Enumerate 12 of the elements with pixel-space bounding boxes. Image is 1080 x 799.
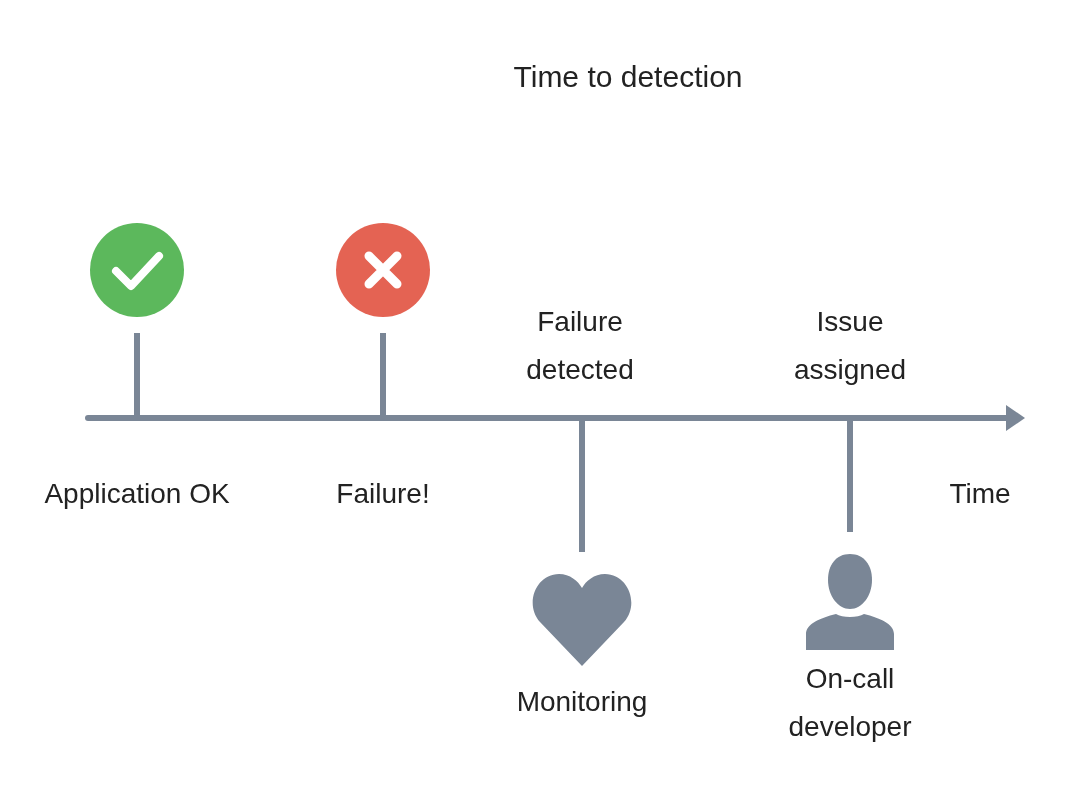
- diagram-title: Time to detection: [512, 59, 744, 95]
- event-label: Failure!: [335, 477, 431, 511]
- connector-line: [847, 418, 853, 532]
- connector-line: [134, 333, 140, 418]
- connector-line: [579, 418, 585, 552]
- event-label: Issue assigned: [792, 305, 908, 387]
- axis-label: Time: [948, 477, 1012, 511]
- connector-line: [380, 333, 386, 418]
- event-caption: On-call developer: [787, 662, 913, 744]
- event-label: Application OK: [43, 477, 231, 511]
- event-caption: Monitoring: [515, 685, 649, 719]
- event-label: Failure detected: [525, 305, 635, 387]
